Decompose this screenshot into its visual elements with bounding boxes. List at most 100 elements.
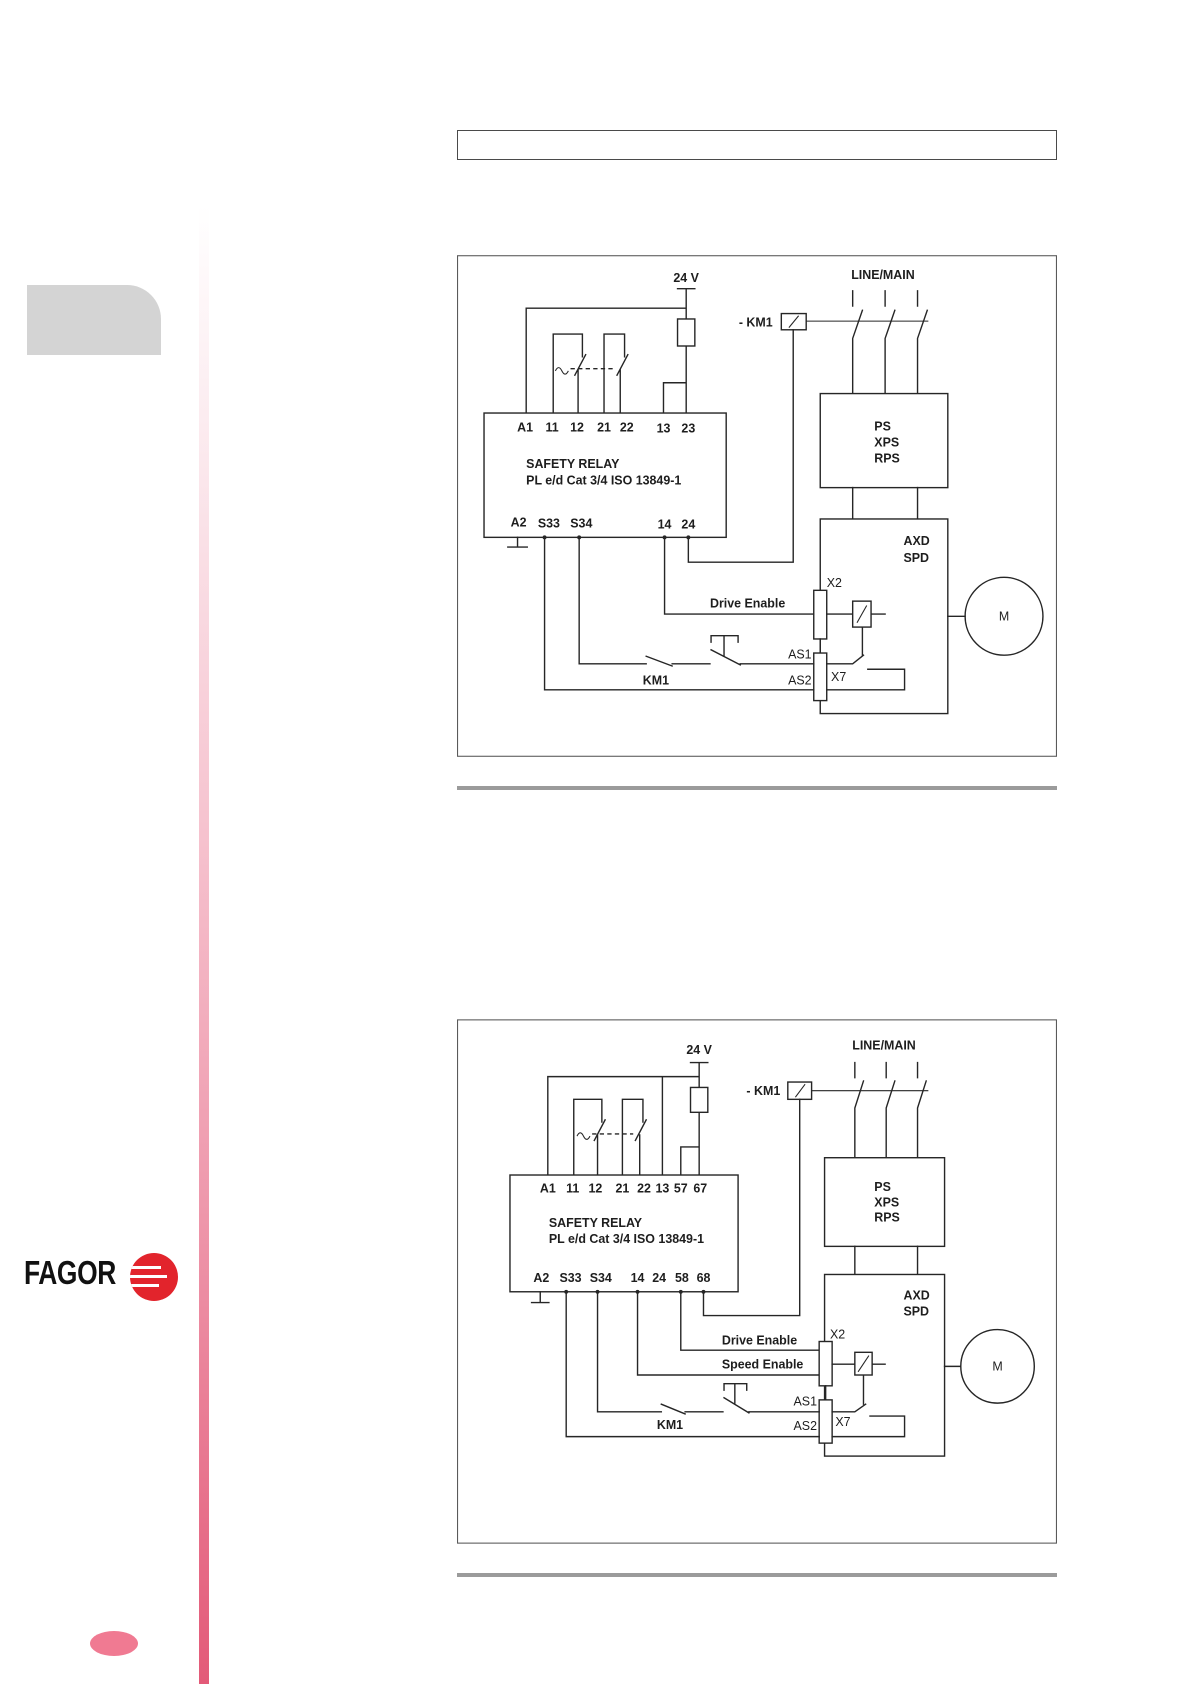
actuator-symbol	[576, 1132, 591, 1140]
as2-label: AS2	[788, 673, 812, 687]
terminal-label: A2	[511, 516, 527, 530]
logo-wordmark: FAGOR	[24, 1254, 116, 1291]
km1-contact-label: KM1	[643, 673, 669, 687]
fuse	[689, 1086, 709, 1114]
drive-enable-label: Drive Enable	[722, 1334, 797, 1348]
km1-coil-wire	[687, 329, 794, 563]
relay-name: SAFETY RELAY	[549, 1216, 643, 1230]
power-supply-label: PS	[874, 1180, 891, 1194]
terminal-label: 22	[637, 1181, 651, 1195]
side-accent-bar	[199, 205, 209, 1684]
labels: 24 V LINE/MAIN - KM1 A1 11 12 21 22 13 2…	[511, 268, 1010, 687]
fuse	[676, 318, 696, 347]
emergency-stop-contact-2	[603, 333, 629, 415]
dc-bus-connection	[851, 486, 919, 520]
s34-loop-wire	[596, 1291, 820, 1415]
as2-label: AS2	[794, 1419, 818, 1433]
as1-label: AS1	[794, 1394, 818, 1408]
terminal-label: 57	[674, 1181, 688, 1195]
x2-connector	[818, 1340, 833, 1387]
drive-box	[819, 518, 949, 715]
internal-relay-slash	[856, 605, 868, 624]
km1-coil-wire	[702, 1098, 801, 1317]
x7-label: X7	[831, 670, 846, 684]
labels: 24 V LINE/MAIN - KM1 A1 11 12 21 22 13 5…	[533, 1039, 1002, 1434]
terminal-label: 68	[697, 1271, 711, 1285]
speed-enable-wire	[636, 1291, 820, 1376]
terminal-label: 11	[566, 1181, 579, 1195]
terminal-label: 22	[620, 420, 634, 434]
x7-safety-contact	[831, 1403, 906, 1438]
internal-relay-wire	[826, 613, 886, 656]
supply-24v-rail	[525, 288, 696, 415]
emergency-stop-contact-1	[552, 333, 587, 415]
power-supply-box	[823, 1157, 946, 1248]
s33-loop-wire	[565, 1291, 820, 1438]
wiring	[483, 288, 1044, 715]
terminal-label: 13	[655, 1181, 669, 1195]
supply-label: 24 V	[673, 271, 699, 285]
terminal-label: A1	[540, 1181, 556, 1195]
mains-contacts	[851, 290, 929, 395]
power-supply-label: PS	[874, 419, 891, 433]
relay-rating: PL e/d Cat 3/4 ISO 13849-1	[526, 473, 681, 487]
drive-label: AXD	[903, 534, 929, 548]
emergency-stop-contact-2	[621, 1098, 648, 1177]
motor-label: M	[992, 1360, 1002, 1374]
safety-relay-wiring-diagram-1: 24 V LINE/MAIN - KM1 A1 11 12 21 22 13 2…	[457, 255, 1057, 757]
x2-label: X2	[827, 576, 842, 590]
relay-rating: PL e/d Cat 3/4 ISO 13849-1	[549, 1232, 704, 1246]
drive-label: AXD	[903, 1288, 929, 1302]
header-box	[457, 130, 1057, 160]
km1-coil-slash	[794, 1083, 806, 1098]
terminal-label: 21	[615, 1181, 629, 1195]
drive-enable-wire	[663, 536, 815, 615]
power-supply-label: XPS	[874, 1195, 899, 1209]
supply-24v-rail	[547, 1061, 709, 1177]
ground-symbol	[530, 1291, 550, 1304]
as1-label: AS1	[788, 647, 812, 661]
terminal-label: 11	[546, 420, 559, 434]
emergency-pushbutton	[723, 1382, 748, 1404]
contactor-label: - KM1	[739, 316, 773, 330]
terminal-label: 21	[597, 420, 611, 434]
power-supply-label: RPS	[874, 452, 900, 466]
power-supply-box	[819, 392, 949, 489]
drive-enable-wire	[680, 1291, 820, 1351]
x7-connector	[813, 652, 828, 702]
figure-1-rule	[457, 786, 1057, 790]
mains-label: LINE/MAIN	[852, 1039, 916, 1053]
figure-2-rule	[457, 1573, 1057, 1577]
actuator-symbol	[554, 367, 569, 375]
safety-relay-box	[509, 1174, 739, 1293]
internal-relay-slash	[857, 1355, 870, 1373]
x7-label: X7	[835, 1415, 850, 1429]
power-supply-label: RPS	[874, 1211, 900, 1225]
power-supply-label: XPS	[874, 436, 899, 450]
x7-connector	[818, 1399, 833, 1444]
terminal-label: 14	[658, 518, 672, 532]
s34-loop-wire	[578, 536, 815, 667]
dc-bus-connection	[854, 1245, 919, 1276]
motor-label: M	[999, 610, 1009, 624]
terminal-label: 14	[631, 1271, 645, 1285]
km1-coil-slash	[788, 315, 800, 328]
terminal-label: S33	[559, 1271, 581, 1285]
drive-label: SPD	[903, 551, 929, 565]
wiring	[509, 1061, 1035, 1457]
mains-contacts	[854, 1061, 928, 1159]
ground-symbol	[507, 536, 528, 548]
terminal-label: S34	[590, 1271, 612, 1285]
terminal-label: S33	[538, 517, 560, 531]
terminal-label: 58	[675, 1271, 689, 1285]
terminal-label: 67	[693, 1181, 707, 1195]
page-number-marker	[90, 1631, 138, 1656]
x2-label: X2	[830, 1327, 845, 1341]
s33-loop-wire	[543, 536, 815, 691]
terminal-label: A1	[517, 420, 533, 434]
emergency-stop-contact-1	[573, 1098, 607, 1177]
x2-connector	[813, 589, 828, 640]
emergency-pushbutton	[710, 635, 739, 657]
terminal-label: A2	[533, 1271, 549, 1285]
terminal-label: 12	[570, 420, 584, 434]
